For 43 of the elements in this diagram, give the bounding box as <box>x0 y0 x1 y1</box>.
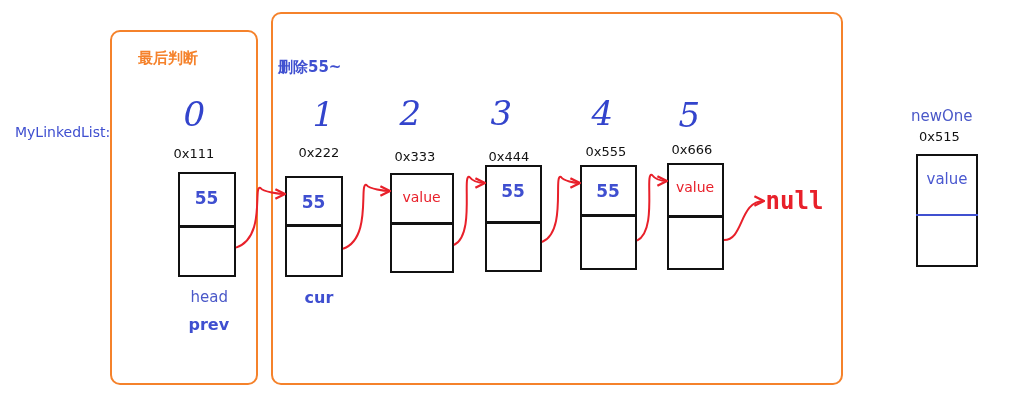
index-number: 0 <box>183 93 206 134</box>
group-frame <box>110 30 258 385</box>
pointer-arrow <box>723 196 766 242</box>
node-value: 55 <box>193 187 220 208</box>
list-node-box <box>389 172 454 273</box>
list-node-box <box>177 171 236 277</box>
list-node-box <box>484 164 542 272</box>
variable-name: newOne <box>911 107 973 125</box>
node-value: value <box>925 170 969 188</box>
index-number: 5 <box>678 94 701 135</box>
list-node-box <box>916 154 978 267</box>
variable-name: head <box>190 287 228 306</box>
group-frame <box>271 12 843 385</box>
list-node-box <box>666 162 724 270</box>
node-value: 55 <box>595 180 621 201</box>
variable-name: cur <box>304 287 334 307</box>
pointer-arrow <box>636 174 669 242</box>
pointer-arrow <box>541 176 582 244</box>
memory-address: 0x666 <box>671 141 713 157</box>
variable-name: prev <box>188 314 230 334</box>
frame-heading: 最后判断 <box>138 49 198 68</box>
memory-address: 0x333 <box>394 148 436 164</box>
index-number: 4 <box>591 92 614 133</box>
memory-address: 0x555 <box>585 143 627 159</box>
node-value: value <box>674 178 716 195</box>
pointer-arrow <box>342 184 392 250</box>
pointer-arrow <box>235 187 287 249</box>
index-number: 3 <box>490 92 513 133</box>
memory-address: 0x444 <box>488 148 530 164</box>
pointer-arrow <box>453 176 487 246</box>
memory-address: 0x111 <box>173 145 215 161</box>
list-node-box <box>284 175 343 277</box>
null-text: null <box>763 185 826 216</box>
note-text: 删除55~ <box>278 58 342 77</box>
node-value: 55 <box>500 180 526 201</box>
index-number: 2 <box>399 92 422 133</box>
node-value: 55 <box>300 191 327 212</box>
list-name: MyLinkedList: <box>15 124 111 140</box>
memory-address: 0x515 <box>919 129 960 144</box>
index-number: 1 <box>312 93 335 134</box>
list-node-box <box>579 164 637 270</box>
memory-address: 0x222 <box>298 144 340 160</box>
node-value: value <box>401 188 442 205</box>
